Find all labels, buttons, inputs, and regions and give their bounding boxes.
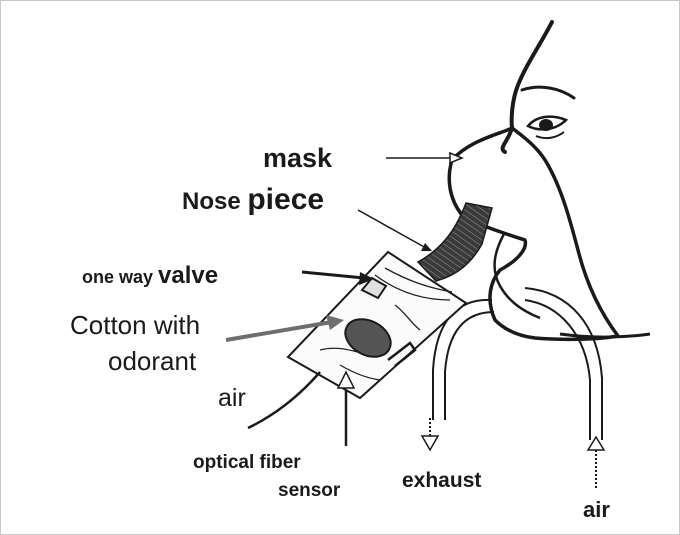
optical-fiber-arrow-icon [336,370,356,389]
cotton-odorant [344,318,392,358]
valve-label-prefix: one way [82,267,159,287]
air-supply-label: air [583,497,610,522]
mask-outline [447,126,620,342]
air-inlet-hose [247,371,321,430]
optical-fiber-label-line1: optical fiber [193,452,301,473]
sensor-bracket [387,341,417,367]
one-way-valve [360,276,388,300]
breathing-hoses [432,287,603,440]
mask-pointer [386,151,464,165]
air-inlet-label: air [218,384,246,412]
valve-label-main: valve [158,262,219,289]
eye-icon [526,115,569,140]
cotton-pointer [225,315,344,342]
nose-piece-label-main: piece [247,183,325,216]
nose-piece-pointer [357,209,432,251]
cotton-label-line1: Cotton with [70,310,201,340]
air-in-arrow-icon [586,435,606,490]
exhaust-label: exhaust [402,469,482,492]
chin-line [559,332,651,339]
exhaust-arrow-icon [420,418,440,452]
face-profile [500,20,576,154]
cotton-label-line2: odorant [108,346,197,376]
optical-fiber-label-line2: sensor [278,480,341,501]
nose-piece-label-prefix: Nose [182,188,248,215]
mask-label: mask [263,143,333,173]
mask-inner-line [493,231,541,320]
valve-pointer [301,270,374,285]
valve-label: one way valve [82,262,218,290]
nose-piece [416,202,493,282]
nose-piece-label: Nose piece [182,183,324,217]
chamber-texture [319,267,453,381]
